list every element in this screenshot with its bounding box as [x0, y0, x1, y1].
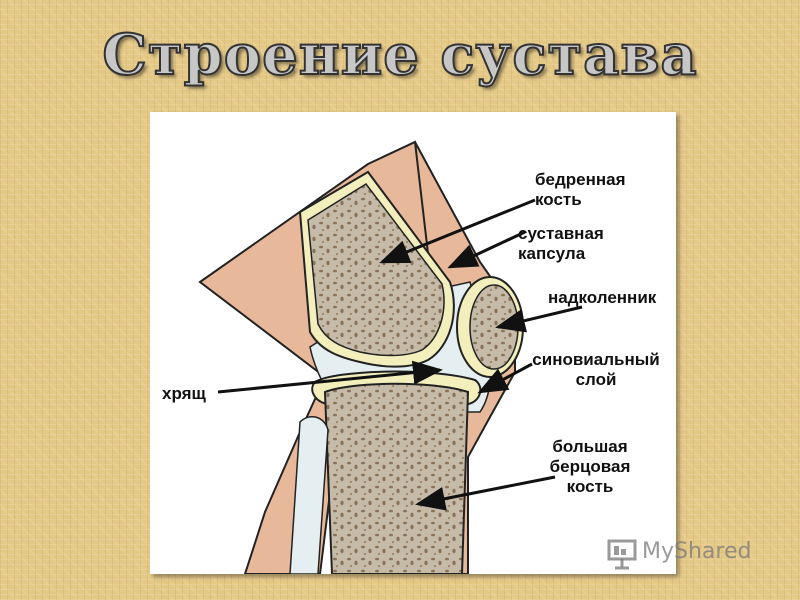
label-synovial-layer: синовиальный слой — [532, 350, 660, 389]
label-femur: бедренная кость — [535, 170, 626, 209]
label-cartilage: хрящ — [162, 384, 206, 403]
pointer-capsule — [447, 230, 526, 269]
page-title: Строение сустава — [101, 21, 698, 89]
pointer-femur — [379, 198, 536, 264]
femur-bone — [307, 183, 445, 357]
presentation-board-icon — [607, 539, 637, 570]
tibia-bone — [323, 382, 470, 574]
knee-joint-illustration — [198, 140, 583, 574]
pointer-synovial — [477, 362, 533, 394]
watermark: MyShared — [606, 537, 766, 571]
pointer-cartilage — [217, 360, 443, 394]
pointer-patella — [495, 305, 583, 333]
label-patella: надколенник — [548, 288, 657, 307]
knee-diagram-panel: бедренная кость суставная капсула надкол… — [150, 112, 676, 574]
label-tibia: большая берцовая кость — [549, 437, 631, 496]
label-joint-capsule: суставная капсула — [518, 224, 604, 263]
fibula — [289, 415, 329, 574]
pointer-tibia — [415, 475, 556, 511]
patella-bone — [469, 284, 519, 370]
watermark-text: MyShared — [642, 539, 752, 564]
